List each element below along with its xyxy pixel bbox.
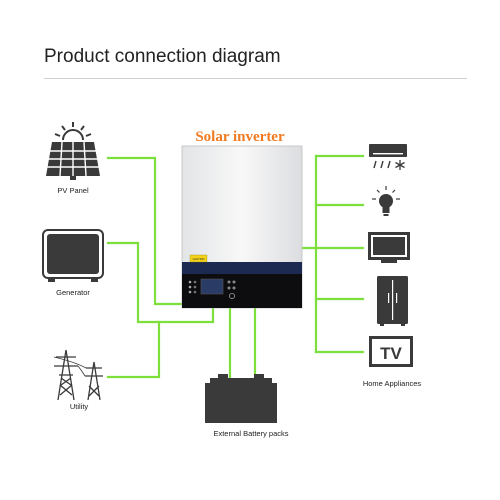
battery-label: External Battery packs	[213, 429, 289, 438]
utility-label: Utility	[69, 402, 89, 411]
monitor-icon	[368, 232, 410, 263]
inverter-lcd	[200, 278, 224, 295]
wire-utility	[106, 320, 161, 379]
wire-generator	[106, 241, 215, 324]
light-bulb-icon	[372, 186, 400, 216]
pv-panel-label: PV Panel	[57, 186, 89, 195]
inverter-title: Solar inverter	[195, 129, 285, 145]
power-tower-icon	[53, 349, 103, 401]
battery-icon	[205, 374, 277, 423]
solar-panel-icon	[46, 122, 100, 180]
power-button-icon	[228, 292, 235, 299]
caution-sticker	[189, 254, 208, 263]
caution-text: CAUTION	[193, 257, 205, 261]
snowflake-icon	[395, 160, 405, 170]
page-title: Product connection diagram	[44, 46, 281, 67]
inverter-band	[182, 262, 302, 274]
wires	[106, 154, 365, 385]
home-appliances-label: Home Appliances	[362, 379, 422, 388]
generator-label: Generator	[56, 288, 90, 297]
tv-icon: TV	[369, 336, 413, 367]
inverter-panel	[182, 274, 302, 308]
tv-icon-text: TV	[380, 344, 402, 363]
inverter: CAUTION	[181, 145, 303, 309]
refrigerator-icon	[377, 276, 408, 326]
air-conditioner-icon	[369, 144, 407, 170]
title-divider	[44, 78, 467, 79]
generator-icon	[42, 229, 104, 282]
